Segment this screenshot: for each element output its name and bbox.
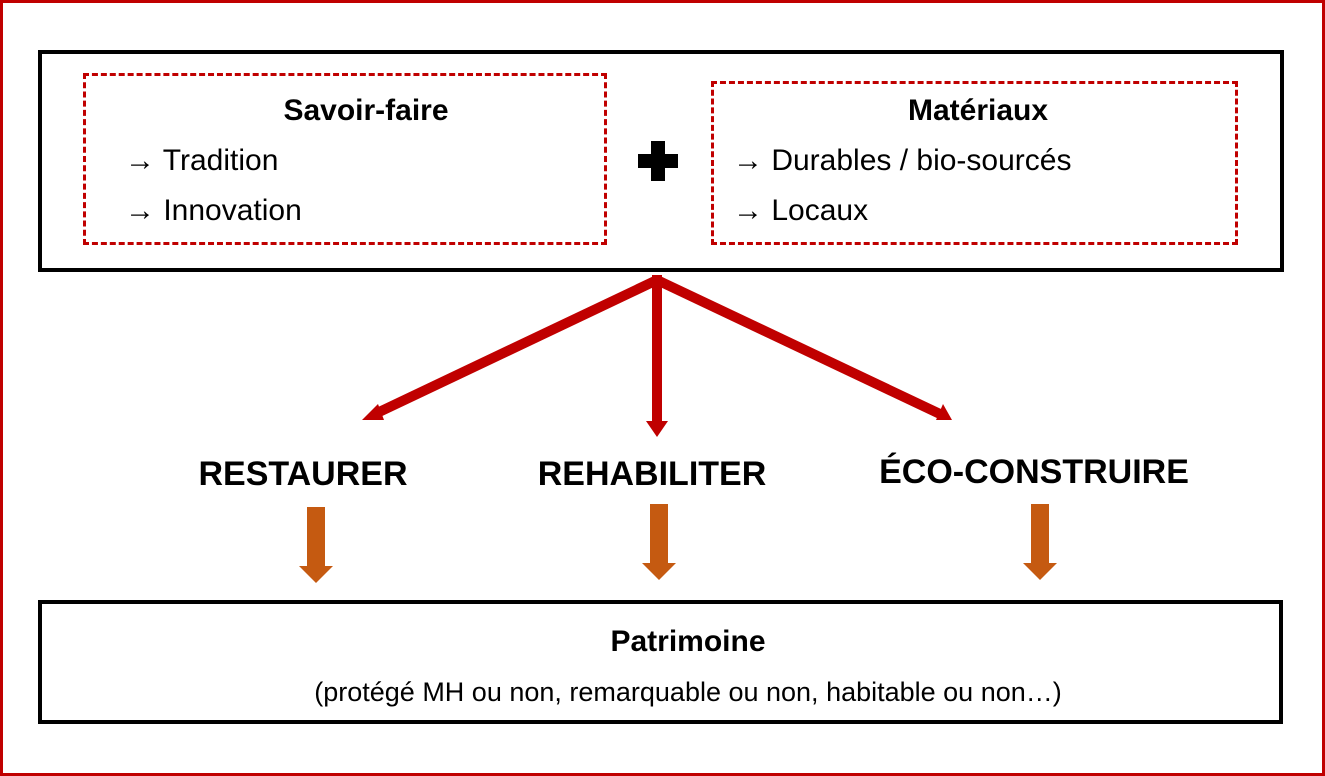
red-arrow-right xyxy=(654,275,952,420)
action-eco-construire: ÉCO-CONSTRUIRE xyxy=(879,453,1189,491)
patrimoine-subtitle: (protégé MH ou non, remarquable ou non, … xyxy=(314,677,1062,707)
action-rehabiliter: REHABILITER xyxy=(537,455,767,493)
savoir-faire-item: → Innovation xyxy=(125,194,302,227)
red-arrow-left xyxy=(362,275,660,420)
red-arrow-center xyxy=(646,275,668,437)
materiaux-item: → Locaux xyxy=(733,194,869,227)
patrimoine-box xyxy=(38,600,1283,724)
savoir-faire-box xyxy=(83,73,607,245)
orange-arrow-eco-construire xyxy=(1023,504,1057,580)
materiaux-box xyxy=(711,81,1238,245)
patrimoine-title: Patrimoine xyxy=(610,625,766,658)
orange-arrow-restaurer xyxy=(299,507,333,583)
action-restaurer: RESTAURER xyxy=(198,455,408,493)
materiaux-item: → Durables / bio-sourcés xyxy=(733,144,1072,177)
savoir-faire-item: → Tradition xyxy=(125,144,279,177)
orange-arrow-rehabiliter xyxy=(642,504,676,580)
inputs-box xyxy=(38,50,1284,272)
plus-icon xyxy=(638,141,678,181)
materiaux-title: Matériaux xyxy=(907,94,1049,127)
savoir-faire-title: Savoir-faire xyxy=(283,94,449,127)
